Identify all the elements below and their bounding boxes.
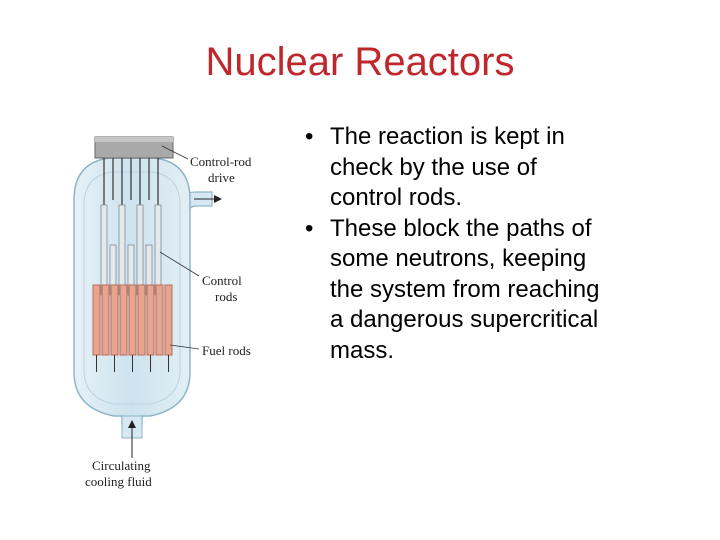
bullet-list: • The reaction is kept in check by the u… [305,122,715,366]
vessel-inner-wall [83,171,181,405]
bullet-line: a dangerous supercritical [330,306,599,333]
bullet-line: control rods. [330,184,463,211]
bullet-line: These block the paths of [330,214,592,242]
bullet-item: • The reaction is kept in check by the u… [305,122,715,214]
fuel-rods [92,284,173,356]
label-fuel-rods: Fuel rods [202,343,251,358]
bullet-line: check by the use of [330,153,537,181]
outlet-arrow-icon [214,195,222,203]
bullet-item: • These block the paths of some neutrons… [305,214,715,367]
bullet-line: the system from reaching [330,275,600,303]
bullet-line: mass. [330,336,395,364]
slide-title: Nuclear Reactors [205,40,515,84]
bullet-icon: • [305,123,314,150]
inlet-arrow-icon [128,420,136,428]
bullet-icon: • [305,214,314,242]
bullet-line: some neutrons, keeping [330,245,587,272]
bullet-line: The reaction is kept in [330,123,565,150]
